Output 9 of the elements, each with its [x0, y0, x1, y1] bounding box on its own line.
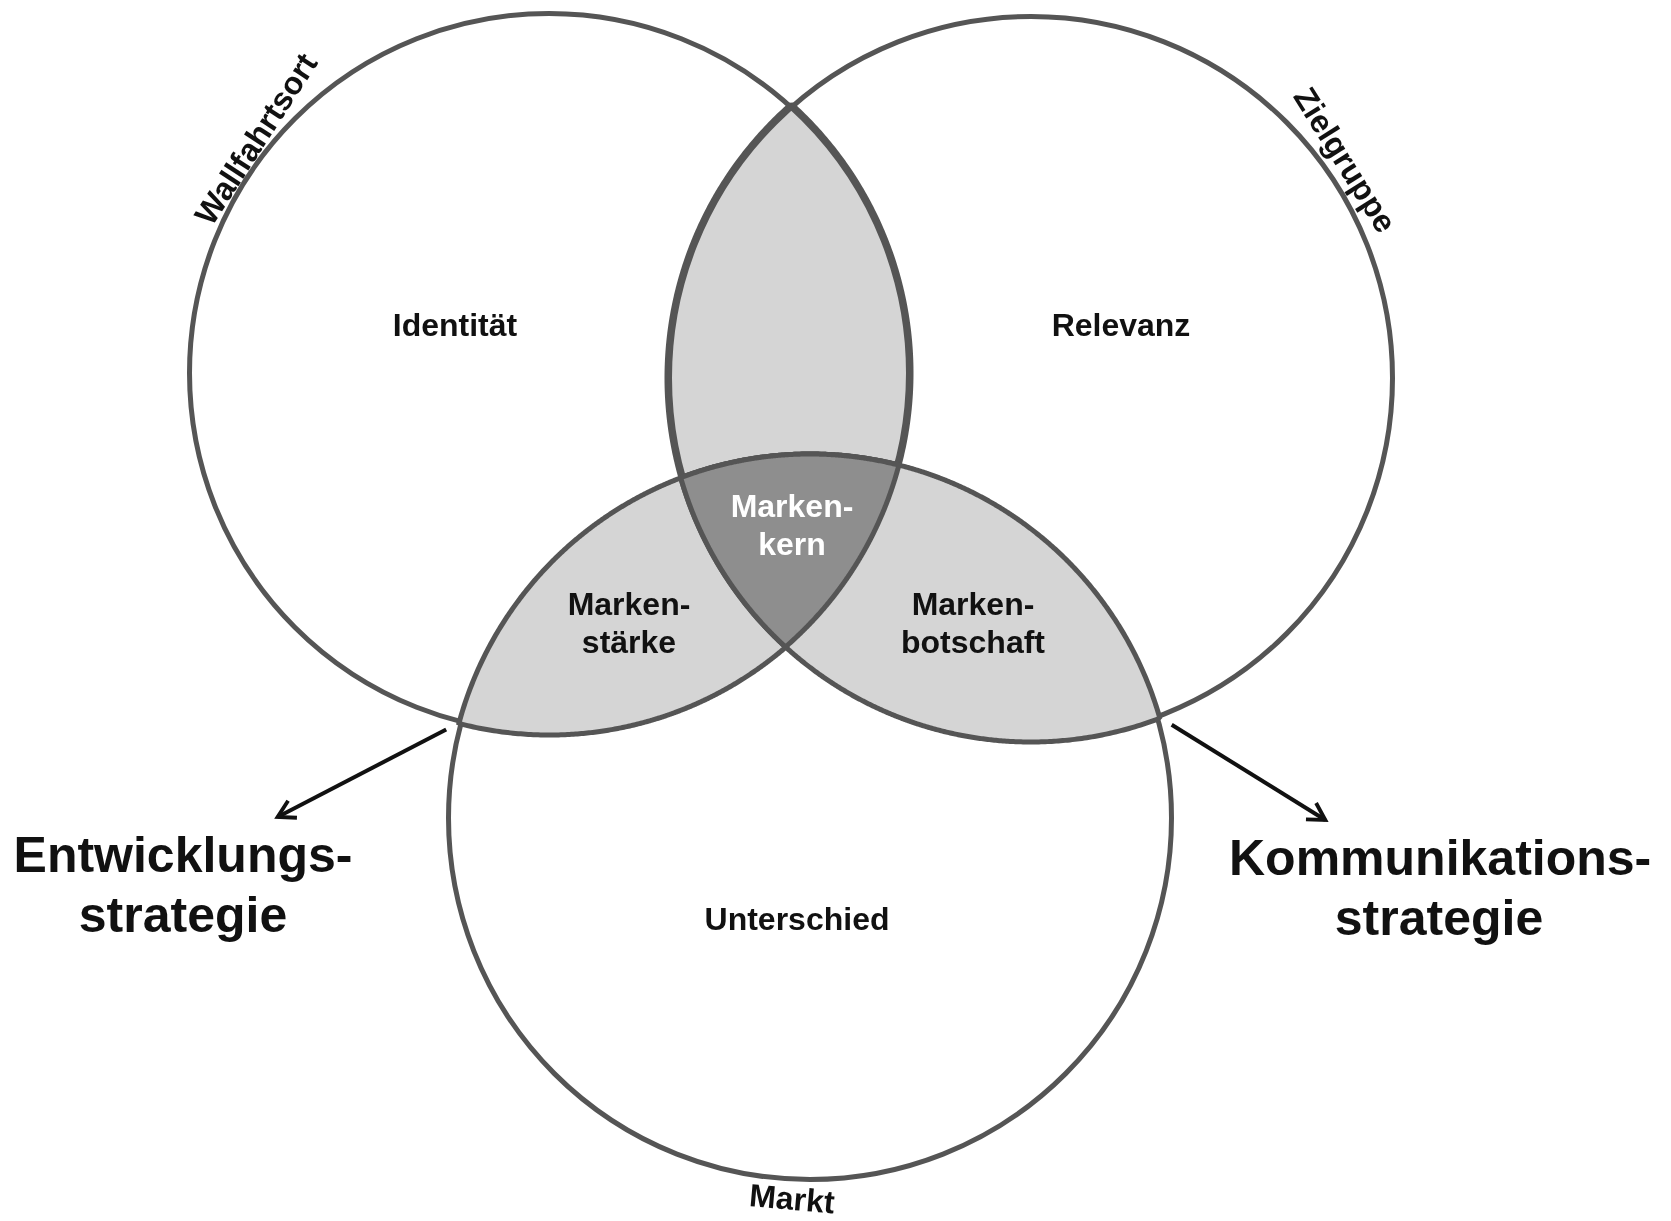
region-label: Marken- kern: [729, 486, 855, 564]
region-label: Unterschied: [703, 899, 891, 939]
strategy-label: Kommunikations- strategie: [1229, 829, 1649, 948]
region-label: Marken- stärke: [566, 584, 692, 662]
strategy-label: Entwicklungs- strategie: [12, 826, 354, 945]
region-label: Marken- botschaft: [900, 584, 1046, 662]
region-label: Relevanz: [1050, 305, 1192, 345]
circle-heading: Markt: [746, 1176, 838, 1221]
region-label: Identität: [391, 305, 519, 345]
